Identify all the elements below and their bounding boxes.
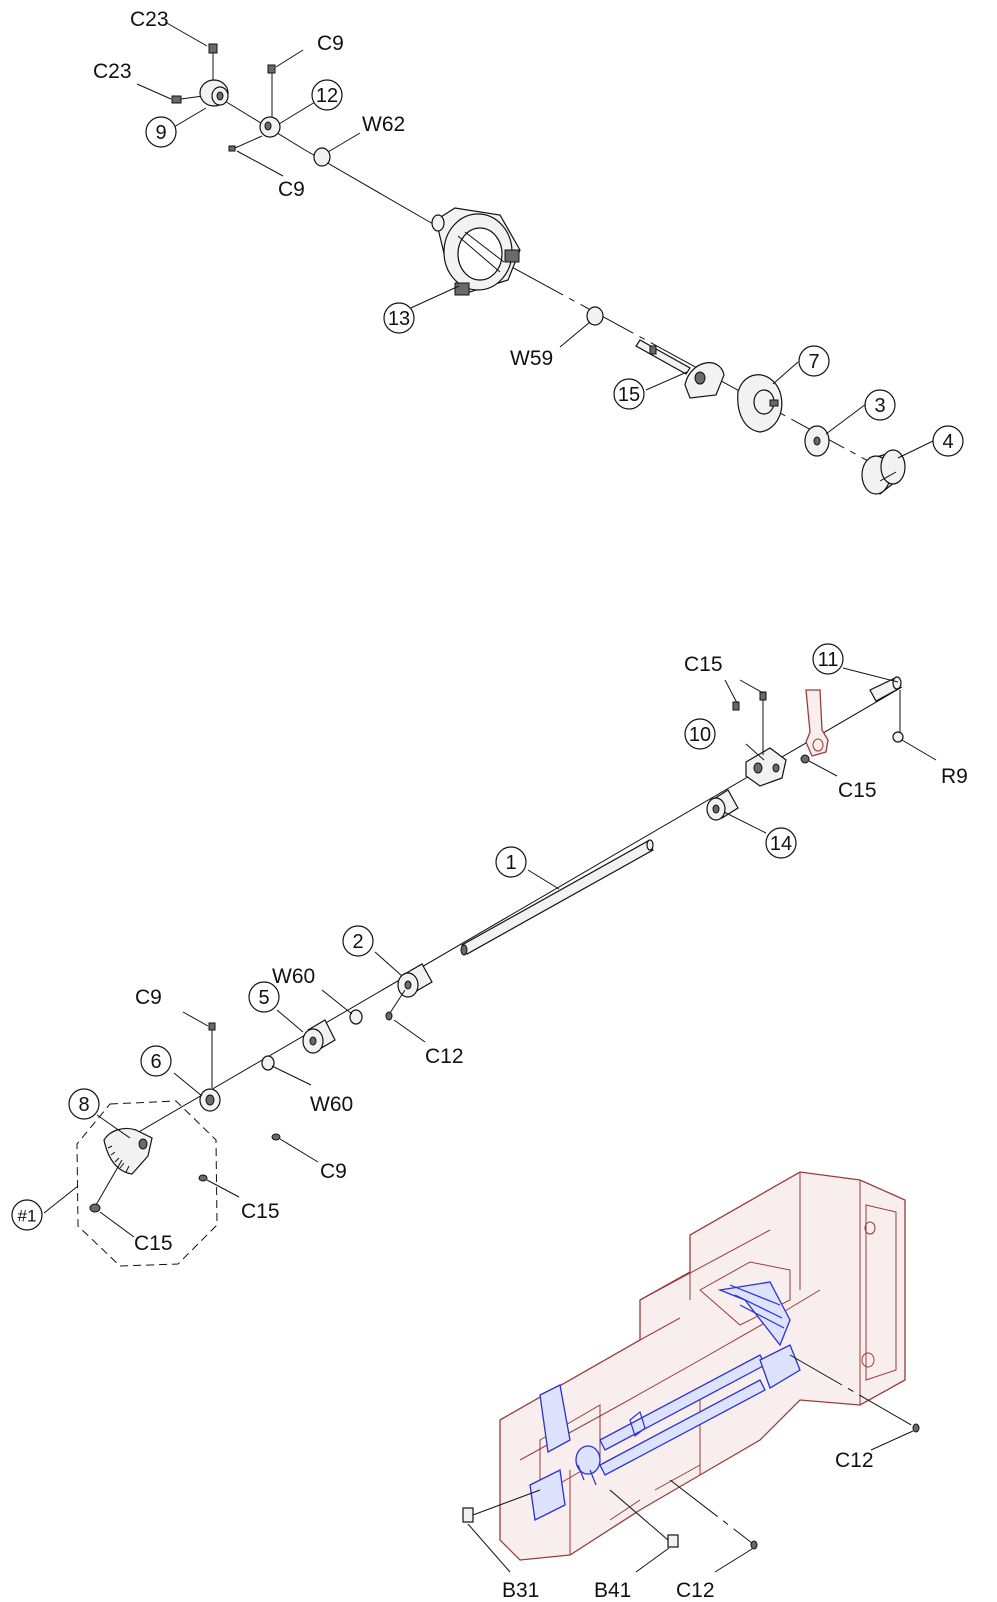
collar-part-6 <box>199 1088 221 1112</box>
svg-text:4: 4 <box>942 431 953 453</box>
internal-mechanism <box>529 1281 801 1521</box>
label-b41: B41 <box>594 1579 631 1602</box>
callout-2: 2 <box>342 925 374 957</box>
label-w62: W62 <box>362 113 405 136</box>
svg-text:15: 15 <box>618 384 640 406</box>
label-c15-low-right: C15 <box>241 1200 280 1223</box>
svg-text:1: 1 <box>505 852 516 874</box>
set-screw-c15-low-right <box>198 1174 208 1182</box>
callout-13: 13 <box>383 302 415 334</box>
label-c12-mid: C12 <box>425 1045 464 1068</box>
screw-b31 <box>462 1489 541 1523</box>
screw-b41 <box>609 1489 679 1548</box>
callout-15: 15 <box>613 378 645 410</box>
upper-hook-shaft-assembly: C23 C23 C9 W62 C9 W59 9 12 13 15 7 3 4 <box>93 8 964 495</box>
bushing-part-5 <box>302 1019 336 1054</box>
svg-text:7: 7 <box>808 351 819 373</box>
callout-10: 10 <box>684 718 716 750</box>
set-screw-c23-top <box>208 43 218 80</box>
label-c15-low-bottom: C15 <box>134 1232 173 1255</box>
callout-6: 6 <box>140 1045 172 1077</box>
callout-4: 4 <box>932 425 964 457</box>
label-w60-lower: W60 <box>310 1093 353 1116</box>
set-screw-c15-top-b <box>759 691 767 701</box>
washer-w60-upper <box>349 1009 363 1025</box>
pin-part-11 <box>869 676 902 702</box>
callout-5: 5 <box>248 981 280 1013</box>
callout-1: 1 <box>495 846 527 878</box>
collar-part-2 <box>397 963 433 998</box>
connecting-rod <box>805 689 829 757</box>
label-r9: R9 <box>941 765 968 788</box>
set-screw-c9-lower-right <box>271 1133 281 1141</box>
set-screw-c12-mid <box>385 1011 393 1021</box>
washer-w62 <box>313 147 331 167</box>
label-c9-lower-right: C9 <box>320 1160 347 1183</box>
set-screw-c9-mid <box>228 135 263 152</box>
svg-text:#1: #1 <box>18 1207 37 1226</box>
screw-c12-right <box>912 1423 920 1433</box>
label-c23-top: C23 <box>130 8 169 31</box>
svg-text:10: 10 <box>689 724 711 746</box>
svg-text:6: 6 <box>150 1051 161 1073</box>
callout-subassembly-1: #1 <box>11 1199 43 1231</box>
label-c12-right: C12 <box>835 1449 874 1472</box>
label-w59: W59 <box>510 347 553 370</box>
label-c15-top: C15 <box>684 653 723 676</box>
crank-part-10 <box>745 747 787 787</box>
collar-part-9 <box>199 79 229 107</box>
retaining-ring-r9 <box>892 690 904 743</box>
callout-12: 12 <box>311 79 343 111</box>
svg-text:5: 5 <box>258 987 269 1009</box>
hook-saddle-part-13 <box>431 207 521 296</box>
svg-text:11: 11 <box>818 649 839 671</box>
svg-text:9: 9 <box>155 122 166 144</box>
set-screw-c9-top <box>267 64 276 118</box>
set-screw-c9-lower-left <box>208 1022 216 1031</box>
hook-shaft-part-15 <box>635 339 725 399</box>
set-screw-c15-low-bottom <box>89 1203 101 1213</box>
machine-bed-frame <box>499 1171 906 1561</box>
gear-part-8 <box>103 1127 153 1175</box>
svg-text:8: 8 <box>78 1094 89 1116</box>
set-screw-c15-right <box>800 754 810 764</box>
svg-text:12: 12 <box>316 85 338 107</box>
set-screw-c15-top-a <box>732 701 740 711</box>
callout-8: 8 <box>68 1088 100 1120</box>
bobbin-case-part-4 <box>861 449 906 495</box>
label-c9-top: C9 <box>317 32 344 55</box>
callout-7: 7 <box>798 345 830 377</box>
machine-bed-assembly: C12 B31 B41 C12 <box>462 1171 920 1602</box>
label-w60-upper: W60 <box>272 965 315 988</box>
subassembly-1-outline <box>76 1100 218 1267</box>
screw-c12-bottom <box>750 1540 758 1550</box>
bushing-part-14 <box>706 789 739 821</box>
set-screw-c23-side <box>171 95 204 104</box>
callout-14: 14 <box>765 827 797 859</box>
lower-shaft-assembly: C15 C15 R9 W60 C12 C9 W60 C9 C15 C15 11 … <box>11 643 968 1267</box>
label-c9-lower-left: C9 <box>135 986 162 1009</box>
svg-text:3: 3 <box>874 395 885 417</box>
label-b31: B31 <box>502 1579 539 1602</box>
bobbin-part-3 <box>804 425 830 457</box>
callout-3: 3 <box>864 389 896 421</box>
rotary-hook-part-7 <box>737 374 783 433</box>
lower-shaft-part-1 <box>460 839 654 956</box>
svg-text:13: 13 <box>388 308 410 330</box>
washer-w59 <box>586 306 604 326</box>
label-c23-mid: C23 <box>93 60 132 83</box>
label-c9-mid: C9 <box>278 178 305 201</box>
label-c12-bottom: C12 <box>676 1579 715 1602</box>
svg-text:2: 2 <box>352 931 363 953</box>
callout-11: 11 <box>812 643 844 675</box>
washer-w60-lower <box>261 1055 275 1071</box>
collar-part-12 <box>259 116 281 138</box>
callout-9: 9 <box>145 116 177 148</box>
label-c15-right: C15 <box>838 779 877 802</box>
svg-text:14: 14 <box>770 833 792 855</box>
